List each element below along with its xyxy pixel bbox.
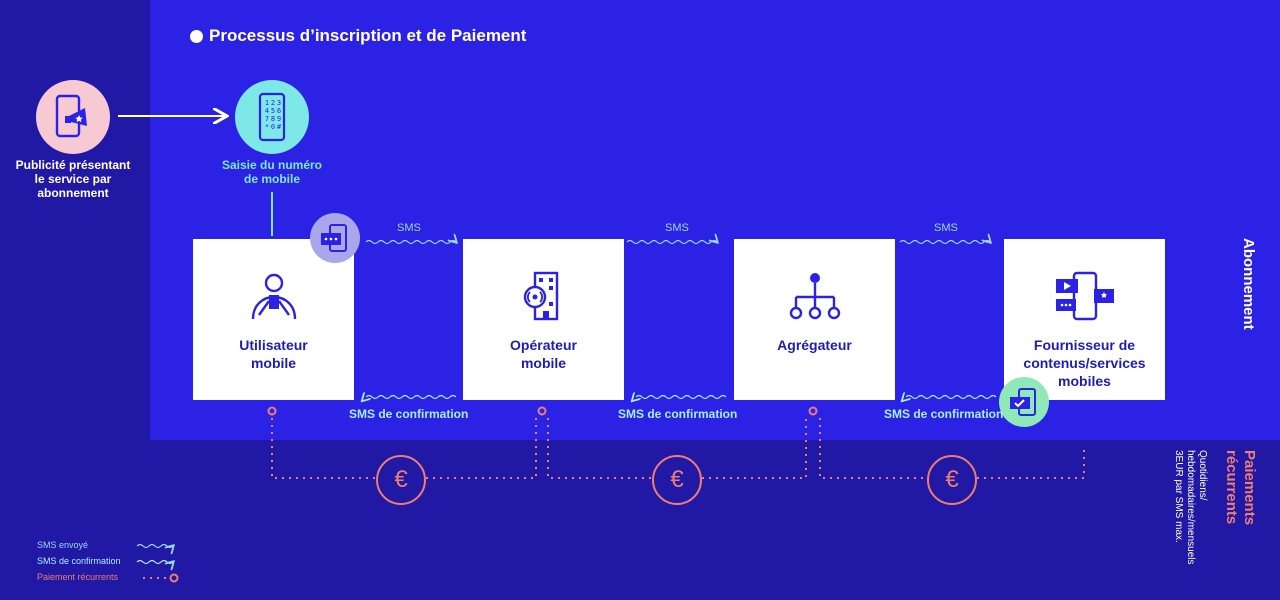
recurring-payments-note: Quotidiens/ hebdomadaires/mensuels 3EUR …: [1172, 450, 1208, 565]
box-label: Agrégateur: [734, 336, 895, 354]
svg-text:4: 4: [265, 107, 269, 115]
phone-megaphone-icon: [55, 94, 87, 138]
legend-confirmation-wave: [136, 561, 173, 564]
operator-building-icon: [523, 271, 558, 321]
number-entry-caption: Saisie du numéro de mobile: [205, 158, 339, 186]
label-line: mobiles: [1058, 373, 1111, 389]
label-line: Fournisseur de: [1033, 337, 1136, 353]
legend-sms-confirmation: SMS de confirmation: [37, 556, 121, 566]
legend-payment-node: [169, 573, 179, 583]
sms-confirmation-badge: [999, 377, 1049, 427]
box-content-provider: Fournisseur de contenus/services mobiles: [1004, 239, 1165, 400]
box-label: Utilisateur mobile: [193, 336, 354, 372]
svg-text:6: 6: [277, 107, 281, 115]
sms-label: SMS: [934, 222, 958, 234]
legend-sent-wave: [136, 545, 173, 548]
box-aggregator: Agrégateur: [734, 239, 895, 400]
svg-text:9: 9: [277, 115, 281, 123]
subscription-label: Abonnement: [1240, 238, 1257, 330]
label-line: mobile: [520, 355, 567, 371]
label-line: Agrégateur: [777, 337, 852, 353]
svg-text:0: 0: [271, 123, 275, 131]
note-line: 3EUR par SMS max.: [1173, 450, 1184, 543]
svg-text:*: *: [265, 123, 269, 131]
diagram-title: Processus d’inscription et de Paiement: [190, 26, 526, 46]
caption-line: le service par: [34, 172, 112, 186]
euro-payment-icon: €: [376, 455, 426, 505]
caption-line: Saisie du numéro: [221, 158, 323, 172]
confirmation-label: SMS de confirmation: [618, 407, 738, 421]
recurring-payments-title: Paiements récurrents: [1222, 450, 1258, 525]
hierarchy-network-icon: [789, 273, 840, 320]
svg-text:2: 2: [271, 99, 275, 107]
user-with-phone-icon: [251, 273, 296, 320]
advertisement-caption: Publicité présentant le service par abon…: [8, 158, 138, 200]
box-label: Opérateur mobile: [463, 336, 624, 372]
label-line: Opérateur: [510, 337, 577, 353]
confirmation-label: SMS de confirmation: [349, 407, 469, 421]
sms-sent-badge: [310, 213, 360, 263]
phone-checkmark-icon: [1010, 388, 1036, 416]
svg-text:3: 3: [277, 99, 281, 107]
payment-dotted-line: [977, 448, 1085, 479]
box-label: Fournisseur de contenus/services mobiles: [1004, 336, 1165, 390]
svg-text:5: 5: [271, 107, 275, 115]
box-mobile-user: Utilisateur mobile: [193, 239, 354, 400]
note-line: hebdomadaires/mensuels: [1185, 450, 1196, 565]
title-text: Processus d’inscription et de Paiement: [209, 26, 527, 45]
svg-text:#: #: [277, 123, 282, 131]
content-services-icon: [1055, 271, 1114, 321]
title-bullet: [190, 29, 203, 43]
sms-label: SMS: [397, 222, 421, 234]
phone-message-icon: [321, 224, 347, 252]
title-line: Paiements: [1241, 450, 1258, 526]
note-line: Quotidiens/: [1197, 450, 1208, 501]
sms-label: SMS: [665, 222, 689, 234]
label-line: contenus/services: [1023, 355, 1146, 371]
euro-payment-icon: €: [927, 455, 977, 505]
confirmation-label: SMS de confirmation: [884, 407, 1004, 421]
euro-payment-icon: €: [652, 455, 702, 505]
svg-text:7: 7: [265, 115, 269, 123]
advertisement-circle: [36, 80, 110, 154]
caption-line: abonnement: [37, 186, 109, 200]
caption-line: de mobile: [243, 172, 300, 186]
caption-line: Publicité présentant: [15, 158, 131, 172]
title-line: récurrents: [1223, 450, 1240, 525]
label-line: Utilisateur: [239, 337, 308, 353]
svg-text:8: 8: [271, 115, 275, 123]
legend-sms-sent: SMS envoyé: [37, 540, 89, 550]
box-mobile-operator: Opérateur mobile: [463, 239, 624, 400]
label-line: mobile: [250, 355, 297, 371]
svg-text:1: 1: [265, 99, 269, 107]
legend-recurring-payment: Paiement récurrents: [37, 572, 119, 582]
